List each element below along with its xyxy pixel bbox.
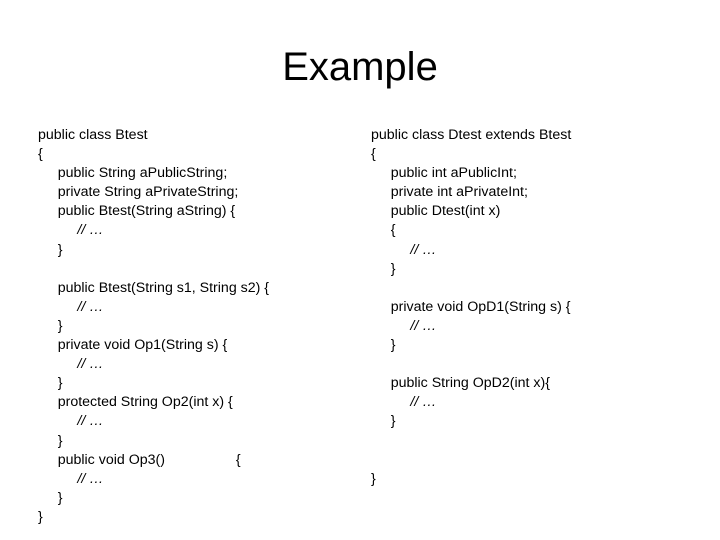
code-line: // … [38, 221, 358, 240]
code-line: public Btest(String aString) { [38, 203, 236, 220]
code-line: } [38, 489, 63, 506]
code-line: public Dtest(int x) [371, 203, 501, 220]
code-line: private int aPrivateInt; [371, 184, 528, 201]
code-line: } [38, 241, 63, 258]
code-line: // … [371, 317, 701, 336]
code-line: // … [38, 355, 358, 374]
code-comment: // … [410, 241, 437, 258]
code-line: // … [38, 470, 358, 489]
code-line: // … [371, 241, 701, 260]
code-block-btest: public class Btest { public String aPubli… [38, 126, 358, 527]
code-line: private void OpD1(String s) { [371, 298, 571, 315]
code-comment: // … [77, 356, 104, 373]
code-comment: // … [410, 317, 437, 334]
code-line [371, 432, 701, 451]
code-line: // … [371, 393, 701, 412]
code-comment: // … [77, 470, 104, 487]
code-line: public void Op3() { [38, 451, 241, 468]
code-line: public class Dtest extends Btest [371, 127, 572, 143]
code-line: } [371, 470, 376, 487]
code-line: { [371, 146, 376, 163]
code-comment: // … [77, 298, 104, 315]
page-title: Example [282, 45, 438, 89]
code-line: public class Btest [38, 127, 148, 143]
code-line: protected String Op2(int x) { [38, 394, 233, 411]
code-line: } [38, 432, 63, 449]
code-line [371, 451, 701, 470]
code-line: private String aPrivateString; [38, 184, 239, 201]
code-comment: // … [410, 394, 437, 411]
code-line: public String OpD2(int x){ [371, 375, 550, 392]
code-line: public String aPublicString; [38, 165, 228, 182]
code-line: } [371, 337, 396, 354]
code-line: public int aPublicInt; [371, 165, 517, 182]
code-line: } [371, 413, 396, 430]
code-comment: // … [77, 413, 104, 430]
code-line: { [38, 146, 43, 163]
code-line [371, 355, 701, 374]
code-comment: // … [77, 222, 104, 239]
code-line: } [371, 260, 396, 277]
code-line: // … [38, 298, 358, 317]
code-line: } [38, 508, 43, 525]
code-line: // … [38, 412, 358, 431]
code-block-dtest: public class Dtest extends Btest { public… [371, 126, 701, 489]
code-line [371, 279, 701, 298]
code-line: private void Op1(String s) { [38, 337, 228, 354]
code-line [38, 260, 358, 279]
code-line: } [38, 375, 63, 392]
code-line: { [371, 222, 396, 239]
code-line: public Btest(String s1, String s2) { [38, 279, 270, 296]
code-line: } [38, 317, 63, 334]
